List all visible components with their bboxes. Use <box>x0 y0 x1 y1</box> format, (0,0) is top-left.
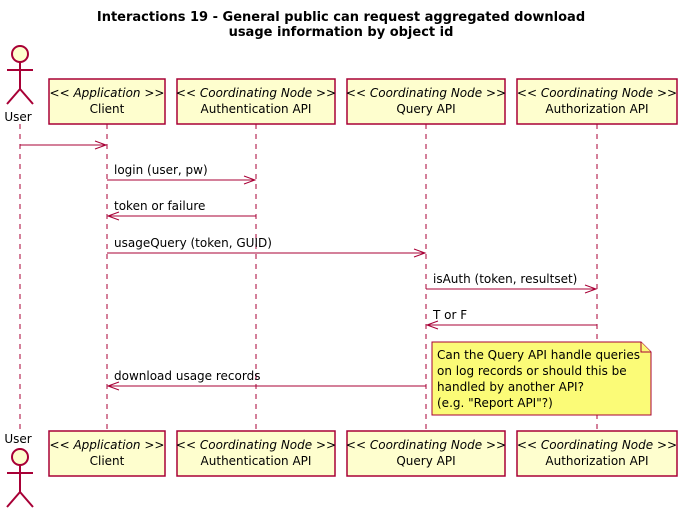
arrowhead-icon <box>106 381 120 391</box>
participant-box <box>516 430 678 477</box>
participant-name: Query API <box>396 454 455 468</box>
arrowhead-icon <box>106 211 120 221</box>
participant-stereotype: << Coordinating Node >> <box>176 438 336 452</box>
participant-stereotype: << Application >> <box>50 438 165 452</box>
lifelines-layer <box>19 124 598 431</box>
arrowhead-icon <box>425 320 439 330</box>
participant-box <box>176 430 336 477</box>
participant-name: Client <box>90 102 125 116</box>
participant-authz-top: << Coordinating Node >> Authorization API <box>516 78 678 125</box>
note-line-1: Can the Query API handle queries <box>437 348 640 362</box>
message-label: token or failure <box>114 199 205 213</box>
participant-client-bottom: << Application >> Client <box>48 430 166 477</box>
arrowhead-icon <box>243 175 257 185</box>
participant-query-bottom: << Coordinating Node >> Query API <box>346 430 506 477</box>
participant-box <box>516 78 678 125</box>
actor-label: User <box>4 110 31 124</box>
message-7: download usage records <box>106 369 426 391</box>
participant-stereotype: << Coordinating Node >> <box>517 438 677 452</box>
participant-auth-top: << Coordinating Node >> Authentication AP… <box>176 78 336 125</box>
participant-box <box>48 78 166 125</box>
participant-box <box>176 78 336 125</box>
participant-box <box>346 430 506 477</box>
message-label: isAuth (token, resultset) <box>433 272 577 286</box>
message-label: T or F <box>432 308 467 322</box>
participant-name: Authorization API <box>545 454 648 468</box>
diagram-title-line-1: Interactions 19 - General public can req… <box>97 10 585 25</box>
arrowhead-icon <box>94 140 108 150</box>
note-line-4: (e.g. "Report API"?) <box>437 396 553 410</box>
actor-label: User <box>4 432 31 446</box>
actor-head-icon <box>11 448 29 466</box>
diagram-title-line-2: usage information by object id <box>229 25 454 40</box>
participant-authz-bottom: << Coordinating Node >> Authorization API <box>516 430 678 477</box>
participant-stereotype: << Coordinating Node >> <box>176 86 336 100</box>
message-label: login (user, pw) <box>114 163 208 177</box>
title-layer: Interactions 19 - General public can req… <box>97 10 585 40</box>
actor-user-bottom: User <box>4 432 34 508</box>
message-label: usageQuery (token, GUID) <box>114 236 272 250</box>
note: Can the Query API handle queries on log r… <box>431 341 652 416</box>
actor-legs-icon <box>6 490 34 508</box>
participant-stereotype: << Coordinating Node >> <box>346 86 506 100</box>
message-3: token or failure <box>106 199 256 221</box>
message-4: usageQuery (token, GUID) <box>107 236 427 258</box>
messages-layer: login (user, pw) token or failure usageQue… <box>20 140 598 391</box>
participant-name: Authentication API <box>201 454 312 468</box>
note-fold-icon <box>640 342 651 353</box>
note-line-2: on log records or should this be <box>437 364 627 378</box>
note-body <box>431 341 652 416</box>
arrowhead-icon <box>413 248 427 258</box>
participant-auth-bottom: << Coordinating Node >> Authentication AP… <box>176 430 336 477</box>
participant-box <box>346 78 506 125</box>
actor-user-top: User <box>4 45 34 124</box>
message-2: login (user, pw) <box>107 163 257 185</box>
note-layer: Can the Query API handle queries on log r… <box>431 341 652 416</box>
actor-legs-icon <box>6 87 34 105</box>
participant-client-top: << Application >> Client <box>48 78 166 125</box>
note-line-3: handled by another API? <box>437 380 584 394</box>
participant-stereotype: << Coordinating Node >> <box>517 86 677 100</box>
message-5: isAuth (token, resultset) <box>426 272 598 294</box>
participant-name: Authorization API <box>545 102 648 116</box>
participant-name: Client <box>90 454 125 468</box>
participant-query-top: << Coordinating Node >> Query API <box>346 78 506 125</box>
participant-name: Query API <box>396 102 455 116</box>
arrowhead-icon <box>584 284 598 294</box>
participant-box <box>48 430 166 477</box>
actor-head-icon <box>11 45 29 63</box>
message-6: T or F <box>425 308 597 330</box>
message-1 <box>20 140 108 150</box>
participant-stereotype: << Application >> <box>50 86 165 100</box>
message-label: download usage records <box>114 369 260 383</box>
participant-stereotype: << Coordinating Node >> <box>346 438 506 452</box>
participant-name: Authentication API <box>201 102 312 116</box>
